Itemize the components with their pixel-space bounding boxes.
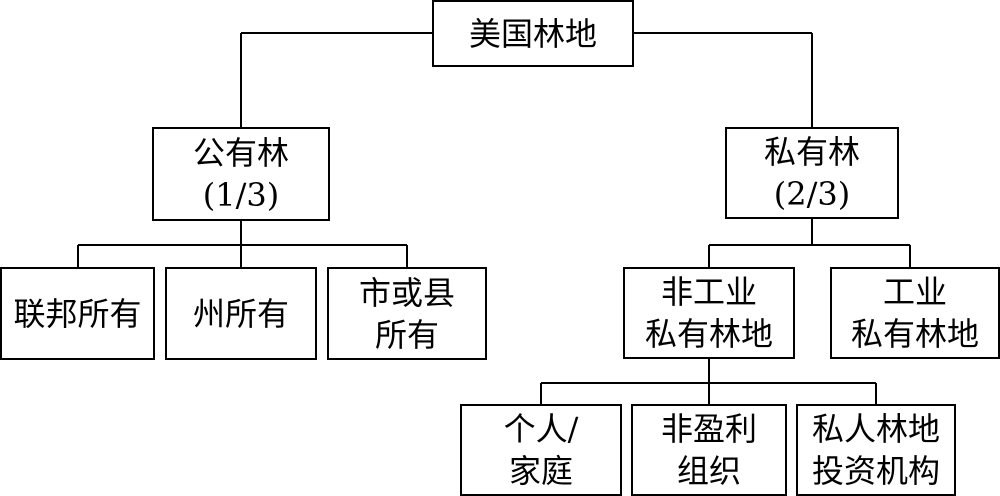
timberland-investment-label-line1: 私人林地 xyxy=(811,410,940,448)
timberland-investment-label-line2: 投资机构 xyxy=(811,452,940,490)
private-forest-share: (2/3) xyxy=(773,175,851,213)
private-forest-label: 私有林 xyxy=(763,133,860,171)
timberland-investment-node: 私人林地 投资机构 xyxy=(796,404,956,496)
industrial-label-line2: 私有林地 xyxy=(850,315,979,353)
nonindustrial-label-line2: 私有林地 xyxy=(644,315,773,353)
public-forest-share: (1/3) xyxy=(202,176,280,214)
industrial-label-line1: 工业 xyxy=(882,273,947,311)
private-forest-node: 私有林 (2/3) xyxy=(725,127,899,219)
nonprofit-label-line1: 非盈利 xyxy=(660,410,757,448)
state-node: 州所有 xyxy=(165,267,317,360)
individual-family-label-line1: 个人/ xyxy=(503,410,579,448)
root-label: 美国林地 xyxy=(468,14,597,53)
city-county-node: 市或县 所有 xyxy=(327,267,487,360)
industrial-private-node: 工业 私有林地 xyxy=(830,267,1000,359)
individual-family-label-line2: 家庭 xyxy=(508,452,573,490)
individual-family-node: 个人/ 家庭 xyxy=(460,404,622,496)
nonprofit-node: 非盈利 组织 xyxy=(631,404,787,496)
federal-node: 联邦所有 xyxy=(0,267,155,360)
state-label: 州所有 xyxy=(192,294,289,333)
nonindustrial-private-node: 非工业 私有林地 xyxy=(623,267,795,359)
nonprofit-label-line2: 组织 xyxy=(676,452,741,490)
public-forest-label: 公有林 xyxy=(192,134,289,172)
federal-label: 联邦所有 xyxy=(13,294,142,333)
root-node: 美国林地 xyxy=(432,0,634,67)
city-county-label-line2: 所有 xyxy=(374,315,439,354)
nonindustrial-label-line1: 非工业 xyxy=(660,273,757,311)
public-forest-node: 公有林 (1/3) xyxy=(152,127,330,221)
city-county-label-line1: 市或县 xyxy=(358,273,455,312)
